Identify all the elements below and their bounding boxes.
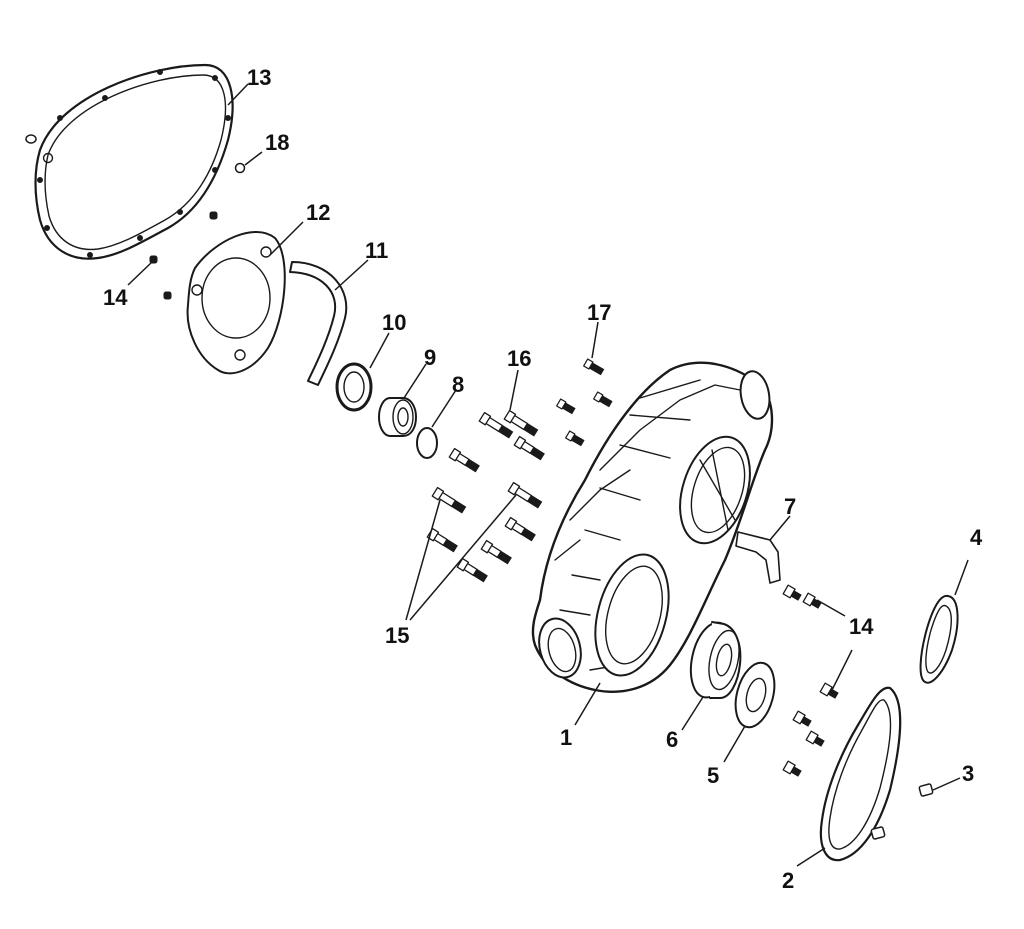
part-11-guide-strip xyxy=(289,261,348,386)
part-2-housing-gasket xyxy=(819,686,902,862)
part-12-cover-plate xyxy=(186,231,286,375)
part-13-cover-gasket xyxy=(34,63,234,260)
callout-16: 16 xyxy=(507,346,531,371)
part-18-screw xyxy=(234,162,246,174)
part-8-o-ring xyxy=(416,427,438,459)
part-16-bolts xyxy=(448,409,545,473)
part-14-screws-lower xyxy=(782,584,839,777)
part-5-washer-plate xyxy=(734,661,776,729)
part-4-small-gasket xyxy=(919,594,959,684)
callout-14-lower: 14 xyxy=(849,614,874,639)
callout-8: 8 xyxy=(452,372,464,397)
callout-11: 11 xyxy=(365,238,388,263)
callout-12: 12 xyxy=(306,200,330,225)
callout-14-upper: 14 xyxy=(103,285,128,310)
callout-9: 9 xyxy=(424,345,436,370)
part-3-dowel-pins xyxy=(870,783,934,840)
part-15-bolts xyxy=(426,481,543,583)
callout-13: 13 xyxy=(247,65,271,90)
callout-5: 5 xyxy=(707,763,719,788)
callout-15: 15 xyxy=(385,623,409,648)
small-dowel-pin xyxy=(25,134,37,144)
callout-17: 17 xyxy=(587,300,611,325)
callout-4: 4 xyxy=(970,525,983,550)
callout-7: 7 xyxy=(784,494,796,519)
callout-2: 2 xyxy=(782,868,794,893)
callout-3: 3 xyxy=(962,761,974,786)
callout-6: 6 xyxy=(666,727,678,752)
callout-10: 10 xyxy=(382,310,406,335)
part-10-oil-seal xyxy=(335,362,373,412)
part-9-bearing xyxy=(378,397,417,437)
callout-18: 18 xyxy=(265,130,289,155)
callout-1: 1 xyxy=(560,725,572,750)
leader-lines xyxy=(127,83,969,867)
part-7-bracket xyxy=(735,531,781,584)
callout-labels: 13 18 12 11 14 10 9 8 16 17 15 1 6 5 7 1… xyxy=(103,65,983,893)
part-17-bolts xyxy=(556,358,613,447)
part-14-screws-upper xyxy=(149,211,218,300)
part-1-main-housing xyxy=(531,361,774,693)
part-6-ball-bearing xyxy=(689,621,742,699)
